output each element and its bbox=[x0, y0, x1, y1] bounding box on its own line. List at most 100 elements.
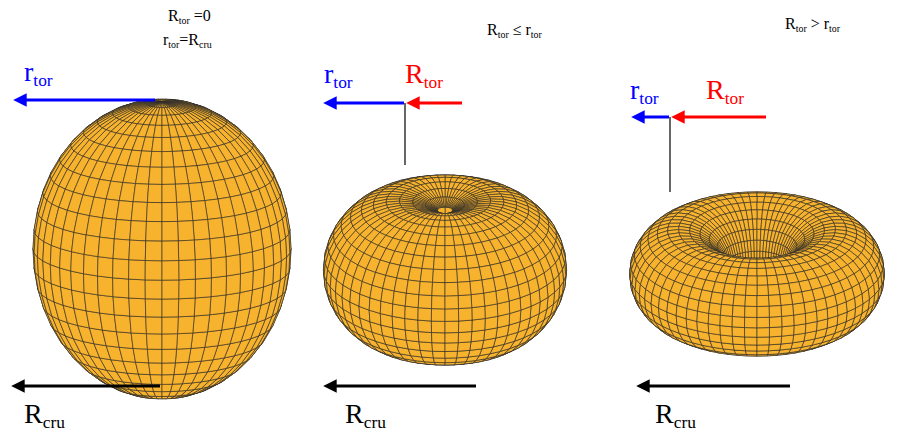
mesh-face bbox=[174, 167, 189, 185]
mesh-face bbox=[162, 384, 172, 391]
mesh-face bbox=[84, 235, 100, 257]
mesh-face bbox=[195, 278, 211, 298]
mesh-face bbox=[133, 348, 149, 362]
mesh-face bbox=[100, 218, 117, 239]
mesh-face bbox=[72, 232, 87, 254]
mesh-face bbox=[224, 235, 240, 257]
mesh-face bbox=[60, 268, 72, 290]
mesh-face bbox=[226, 274, 241, 295]
mesh-face bbox=[129, 260, 146, 280]
mesh-face bbox=[71, 271, 84, 293]
mesh-face bbox=[193, 219, 210, 240]
mesh-face bbox=[147, 349, 162, 363]
mesh-face bbox=[114, 315, 131, 333]
mesh-face bbox=[131, 202, 147, 222]
mesh-face bbox=[149, 167, 162, 184]
mesh-face bbox=[83, 274, 98, 295]
mesh-face bbox=[162, 299, 179, 317]
mesh-face bbox=[162, 317, 178, 334]
spindle-torus-mesh bbox=[323, 175, 566, 365]
mesh-face bbox=[145, 261, 162, 281]
sphere-mesh bbox=[33, 99, 291, 399]
mesh-face bbox=[129, 240, 146, 260]
mesh-face bbox=[145, 241, 162, 261]
mesh-face bbox=[177, 333, 193, 349]
mesh-face bbox=[208, 313, 225, 332]
mesh-face bbox=[98, 276, 114, 297]
mesh-face bbox=[114, 219, 131, 240]
mesh-face bbox=[83, 254, 98, 276]
mesh-face bbox=[162, 202, 178, 221]
mesh-face bbox=[113, 258, 129, 279]
mesh-face bbox=[136, 167, 151, 185]
mesh-face bbox=[178, 298, 195, 317]
mesh-face bbox=[130, 316, 147, 334]
mesh-face bbox=[113, 278, 129, 298]
mesh-face bbox=[252, 249, 264, 271]
mesh-face bbox=[162, 375, 174, 385]
mesh-face bbox=[179, 260, 196, 280]
mesh-face bbox=[194, 239, 211, 260]
mesh-face bbox=[113, 297, 130, 316]
mesh-face bbox=[240, 271, 253, 293]
mesh-face bbox=[162, 363, 175, 375]
mesh-face bbox=[273, 242, 281, 265]
mesh-face bbox=[113, 239, 130, 260]
mesh-face bbox=[131, 333, 147, 349]
mesh-face bbox=[147, 184, 162, 202]
mesh-face bbox=[146, 334, 162, 350]
mesh-face bbox=[194, 297, 211, 316]
mesh-face bbox=[162, 167, 175, 184]
mesh-face bbox=[224, 293, 240, 313]
mesh-face bbox=[129, 279, 146, 299]
mesh-face bbox=[210, 295, 226, 315]
mesh-face bbox=[162, 151, 174, 167]
mesh-face bbox=[162, 349, 177, 363]
mesh-face bbox=[210, 237, 226, 258]
mesh-face bbox=[162, 184, 177, 202]
mesh-face bbox=[116, 332, 133, 349]
mesh-face bbox=[178, 240, 195, 260]
mesh-face bbox=[162, 221, 178, 241]
mesh-face bbox=[162, 261, 179, 281]
mesh-face bbox=[178, 221, 195, 241]
mesh-face bbox=[98, 237, 114, 258]
mesh-face bbox=[146, 317, 162, 334]
mesh-face bbox=[150, 151, 162, 167]
mesh-face bbox=[208, 218, 225, 239]
mesh-face bbox=[150, 375, 162, 385]
mesh-face bbox=[177, 202, 193, 222]
mesh-face bbox=[84, 293, 100, 313]
mesh-face bbox=[178, 316, 195, 334]
mesh-face bbox=[145, 299, 162, 317]
mesh-face bbox=[133, 184, 149, 203]
torus-shapes bbox=[33, 99, 884, 399]
mesh-face bbox=[149, 363, 162, 375]
mesh-face bbox=[116, 201, 133, 221]
mesh-face bbox=[146, 221, 162, 241]
mesh-face bbox=[162, 241, 179, 261]
mesh-face bbox=[191, 332, 208, 349]
mesh-face bbox=[98, 295, 114, 315]
mesh-face bbox=[263, 245, 273, 268]
mesh-face bbox=[43, 242, 51, 265]
mesh-face bbox=[50, 245, 60, 268]
mesh-face bbox=[129, 298, 146, 317]
mesh-face bbox=[146, 202, 162, 221]
mesh-face bbox=[100, 313, 117, 332]
mesh-face bbox=[71, 252, 84, 274]
mesh-face bbox=[145, 280, 162, 299]
mesh-face bbox=[162, 137, 172, 151]
mesh-face bbox=[60, 249, 72, 271]
mesh-face bbox=[193, 315, 210, 333]
mesh-face bbox=[130, 221, 147, 241]
mesh-face bbox=[98, 257, 114, 278]
mesh-face bbox=[162, 280, 179, 299]
mesh-face bbox=[179, 279, 196, 299]
mesh-face bbox=[238, 232, 253, 254]
mesh-face bbox=[252, 268, 264, 290]
mesh-face bbox=[175, 184, 191, 203]
mesh-face bbox=[191, 201, 208, 221]
mesh-face bbox=[152, 137, 162, 151]
